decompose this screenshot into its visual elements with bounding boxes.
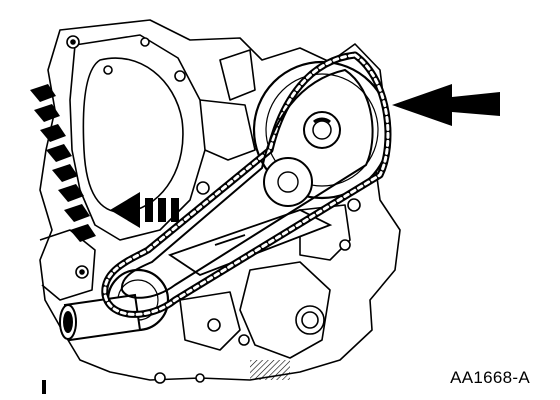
left-gasket-teeth [30, 84, 96, 242]
crankshaft-nose [59, 293, 142, 342]
engine-block [39, 19, 401, 381]
idler-sprocket [263, 157, 313, 207]
hatched-region [250, 360, 290, 380]
direction-arrow-icon [110, 192, 179, 228]
hatched-region [42, 380, 46, 394]
timing-chain [101, 51, 392, 318]
bolt-holes [66, 35, 361, 384]
figure-part-number: AA1668-A [450, 368, 530, 387]
arrow-icon [392, 84, 500, 126]
